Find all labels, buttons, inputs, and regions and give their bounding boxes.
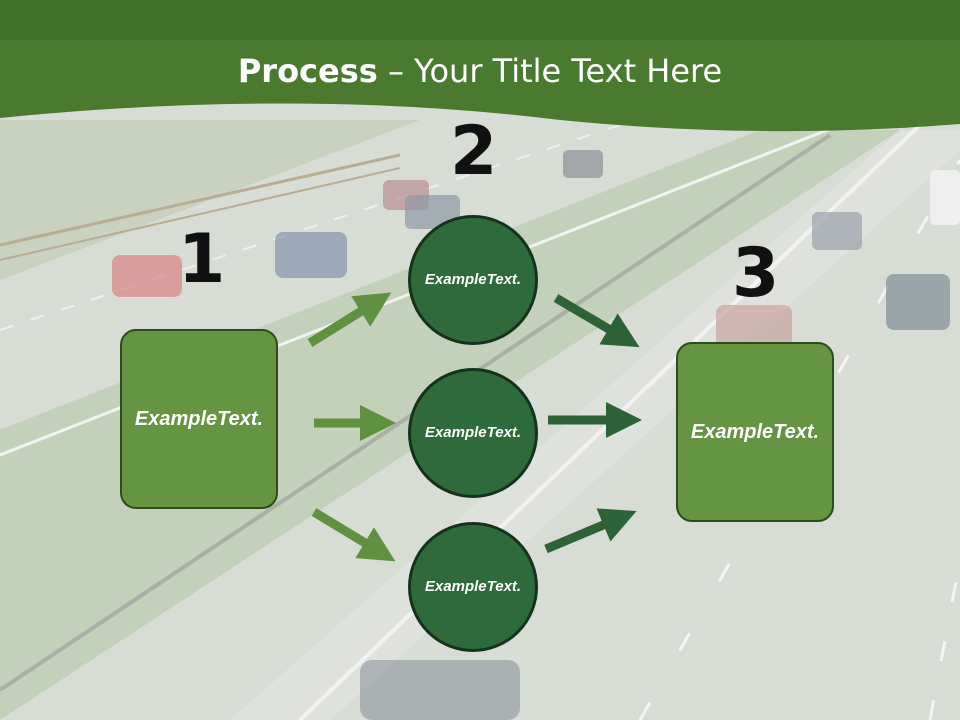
page-title: Process – Your Title Text Here (0, 52, 960, 90)
title-bold: Process (237, 52, 378, 90)
step-number-1: 1 (178, 220, 226, 299)
step-number-3: 3 (732, 234, 780, 313)
title-rest: – Your Title Text Here (377, 52, 723, 90)
step-number-2: 2 (450, 112, 498, 191)
